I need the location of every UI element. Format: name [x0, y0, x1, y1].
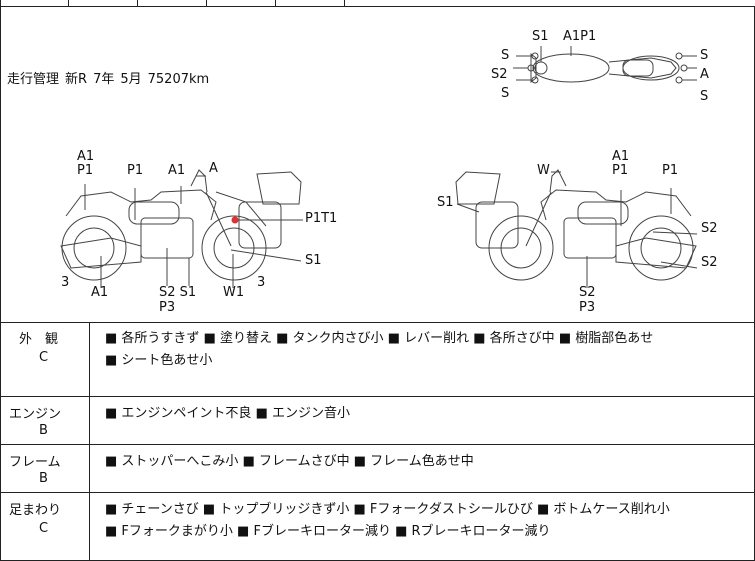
note-item: ■ フレーム色あせ中: [353, 454, 474, 469]
top-view-label-s: S: [501, 86, 510, 101]
right-view-bike: [455, 169, 698, 288]
row-notes: ■ ストッパーへこみ小 ■ フレームさび中 ■ フレーム色あせ中: [105, 451, 745, 473]
row-category: 足まわり: [9, 503, 62, 518]
top-view-label-s: S: [700, 48, 709, 63]
row-header: 足まわり C: [1, 493, 90, 560]
note-item: ■ エンジンペイント不良: [105, 406, 252, 421]
note-item: ■ フレームさび中: [242, 454, 350, 469]
mileage-value: 75207km: [147, 72, 210, 87]
note-item: ■ 各所さび中: [473, 331, 555, 346]
right-view-label-p3: P3: [579, 300, 596, 315]
note-item: ■ タンク内さび小: [276, 331, 384, 346]
row-grade: B: [39, 471, 48, 486]
left-view-label-p1t1: P1T1: [305, 211, 338, 226]
row-notes: ■ エンジンペイント不良 ■ エンジン音小: [105, 403, 745, 425]
motorcycle-diagrams: [60, 46, 698, 288]
era: 新R: [65, 72, 88, 87]
right-view-label-a1: A1: [612, 149, 630, 164]
note-item: ■ ストッパーへこみ小: [105, 454, 239, 469]
note-item: ■ シート色あせ小: [105, 353, 213, 368]
note-item: ■ Fフォークダストシールひび: [353, 502, 533, 517]
left-view-label-a1: A1: [168, 163, 186, 178]
left-view-label-3: 3: [61, 275, 70, 290]
row-grade: B: [39, 423, 48, 438]
row-header: 外 観 C: [1, 322, 90, 396]
strip-cell: [137, 0, 206, 6]
row-header: エンジン B: [1, 397, 90, 444]
right-view-label-p1: P1: [662, 163, 679, 178]
note-item: ■ エンジン音小: [255, 406, 350, 421]
note-item: ■ チェーンさび: [105, 502, 199, 517]
right-view-label-w: W: [537, 163, 550, 178]
top-view-label-a: A: [700, 67, 709, 82]
row-notes: ■ チェーンさび ■ トップブリッジきず小 ■ Fフォークダストシールひび ■ …: [105, 499, 745, 543]
strip-cell: [275, 0, 344, 6]
note-item: ■ レバー削れ: [387, 331, 470, 346]
row-notes: ■ 各所うすきず ■ 塗り替え ■ タンク内さび小 ■ レバー削れ ■ 各所さび…: [105, 328, 745, 372]
note-item: ■ Fブレーキローター減り: [237, 524, 391, 539]
strip-cell: [0, 0, 69, 6]
mileage-label: 走行管理: [7, 72, 60, 87]
note-item: ■ Rブレーキローター減り: [395, 524, 551, 539]
row-grade: C: [39, 350, 49, 365]
left-view-label-w1: W1: [223, 285, 245, 300]
condition-row-suspension: 足まわり C ■ チェーンさび ■ トップブリッジきず小 ■ Fフォークダストシ…: [0, 493, 755, 561]
left-view-label-p1: P1: [77, 163, 94, 178]
top-view-label-s2: S2: [491, 67, 508, 82]
left-view-bike: [60, 169, 303, 288]
left-view-label-s1: S1: [305, 253, 322, 268]
right-view-label-p1: P1: [612, 163, 629, 178]
top-table-strip: [0, 0, 755, 7]
strip-cell: [344, 0, 755, 6]
note-item: ■ 樹脂部色あせ: [558, 331, 654, 346]
strip-cell: [68, 0, 137, 6]
right-view-label-s2: S2: [701, 255, 718, 270]
left-view-label-p1: P1: [127, 163, 144, 178]
mileage-management: 走行管理新R 7年 5月 75207km: [7, 68, 215, 87]
left-view-label-a1: A1: [77, 149, 95, 164]
note-item: ■ トップブリッジきず小: [202, 502, 350, 517]
left-view-label-p3: P3: [159, 300, 176, 315]
condition-row-frame: フレーム B ■ ストッパーへこみ小 ■ フレームさび中 ■ フレーム色あせ中: [0, 445, 755, 493]
condition-row-engine: エンジン B ■ エンジンペイント不良 ■ エンジン音小: [0, 397, 755, 445]
left-view-label-a: A: [209, 161, 218, 176]
row-category: エンジン: [9, 407, 62, 422]
note-item: ■ ボトムケース削れ小: [536, 502, 670, 517]
right-view-label-s1: S1: [437, 195, 454, 210]
strip-cell: [206, 0, 275, 6]
right-view-label-s2: S2: [701, 221, 718, 236]
left-view-label-3: 3: [257, 275, 266, 290]
year: 7年: [93, 72, 115, 87]
condition-row-exterior: 外 観 C ■ 各所うすきず ■ 塗り替え ■ タンク内さび小 ■ レバー削れ …: [0, 322, 755, 397]
row-category: フレーム: [9, 455, 61, 470]
left-view-label-a1: A1: [91, 285, 109, 300]
top-view-label-s: S: [700, 89, 709, 104]
top-view-label-s1: S1: [532, 29, 549, 44]
top-view-label-s: S: [501, 48, 510, 63]
top-view-bike: [513, 46, 697, 84]
row-category: 外 観: [19, 332, 59, 347]
right-view-label-s2: S2: [579, 285, 596, 300]
note-item: ■ 塗り替え: [203, 331, 272, 346]
month: 5月: [120, 72, 142, 87]
damage-diagram-panel: 走行管理新R 7年 5月 75207km: [0, 6, 755, 323]
note-item: ■ Fフォークまがり小: [105, 524, 233, 539]
row-grade: C: [39, 521, 49, 536]
note-item: ■ 各所うすきず: [105, 331, 200, 346]
left-view-label-s2s1: S2 S1: [159, 285, 197, 300]
top-view-label-a1p1: A1P1: [563, 29, 597, 44]
row-header: フレーム B: [1, 445, 90, 492]
